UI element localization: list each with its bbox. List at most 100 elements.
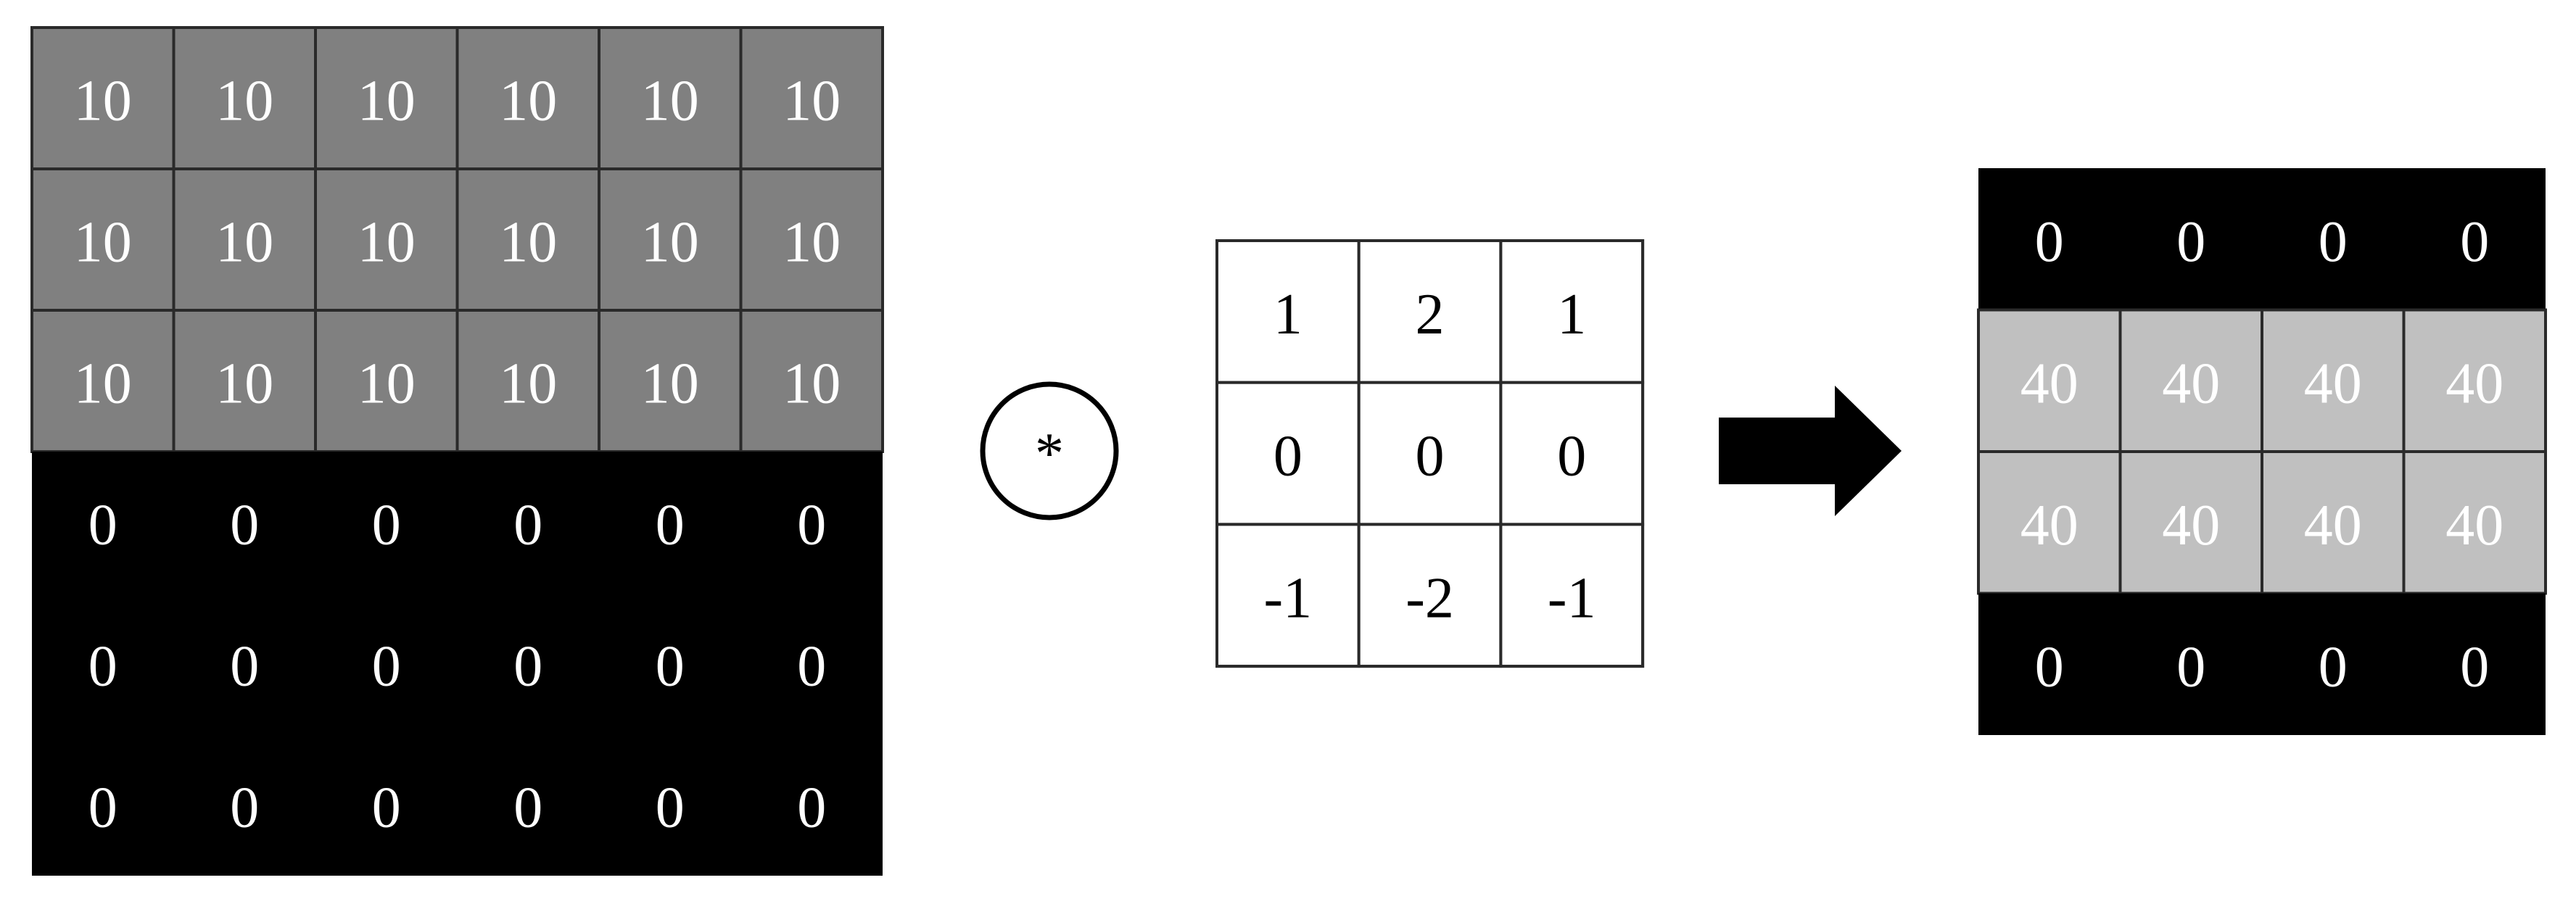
- convolution-operator-icon: *: [980, 381, 1119, 520]
- input-cell: [598, 309, 743, 453]
- input-cell: [32, 593, 174, 734]
- output-cell: [2262, 168, 2404, 310]
- kernel-cell-value: 2: [1416, 283, 1445, 347]
- input-cell-value: 0: [513, 776, 542, 840]
- input-cell: [740, 593, 883, 734]
- input-cell: [314, 26, 459, 170]
- input-cell: [739, 167, 884, 312]
- input-cell-value: 0: [88, 776, 117, 840]
- input-cell: [172, 167, 317, 312]
- output-cell: [2261, 450, 2406, 595]
- input-cell-value: 0: [88, 635, 117, 699]
- input-cell-value: 10: [499, 211, 557, 275]
- input-cell: [457, 734, 599, 876]
- input-cell: [32, 452, 174, 593]
- input-cell-value: 10: [783, 211, 841, 275]
- input-cell-value: 0: [230, 635, 259, 699]
- output-cell: [2118, 308, 2263, 453]
- input-cell: [315, 452, 458, 593]
- input-cell: [599, 452, 741, 593]
- input-cell: [173, 452, 315, 593]
- output-cell-value: 40: [2020, 352, 2078, 415]
- output-cell-value: 40: [2445, 352, 2503, 415]
- output-cell: [1978, 593, 2121, 735]
- kernel-cell-value: -2: [1405, 566, 1454, 630]
- input-cell-value: 0: [513, 494, 542, 557]
- input-cell-value: 10: [215, 70, 273, 133]
- output-cell-value: 40: [2445, 494, 2503, 557]
- kernel-cell-value: -1: [1264, 566, 1313, 630]
- input-cell-value: 0: [230, 494, 259, 557]
- input-cell: [30, 26, 176, 170]
- input-cell-value: 0: [656, 776, 685, 840]
- output-cell-value: 0: [2460, 210, 2489, 274]
- input-cell: [599, 734, 741, 876]
- output-cell-value: 40: [2162, 352, 2220, 415]
- output-cell: [2120, 593, 2262, 735]
- input-cell: [173, 734, 315, 876]
- input-cell-value: 0: [230, 776, 259, 840]
- input-cell-value: 0: [656, 494, 685, 557]
- input-cell: [455, 167, 600, 312]
- input-cell: [739, 26, 884, 170]
- output-cell-value: 0: [2176, 635, 2205, 699]
- input-cell-value: 10: [641, 352, 699, 416]
- input-cell-value: 10: [499, 70, 557, 133]
- kernel-cell: [1357, 523, 1503, 668]
- kernel-cell-value: -1: [1548, 566, 1596, 630]
- input-cell-value: 10: [783, 70, 841, 133]
- input-cell-value: 10: [641, 211, 699, 275]
- input-cell-value: 0: [797, 635, 826, 699]
- input-cell-value: 0: [797, 494, 826, 557]
- input-cell-value: 0: [372, 494, 401, 557]
- input-cell-value: 0: [372, 635, 401, 699]
- input-cell: [315, 593, 458, 734]
- output-cell: [2403, 593, 2546, 735]
- input-cell-value: 10: [358, 352, 416, 416]
- output-cell-value: 0: [2176, 210, 2205, 274]
- output-cell: [2262, 593, 2404, 735]
- input-cell: [599, 593, 741, 734]
- kernel-cell-value: 1: [1273, 283, 1303, 347]
- input-cell: [32, 734, 174, 876]
- output-cell: [2402, 450, 2547, 595]
- input-cell-value: 0: [88, 494, 117, 557]
- input-cell-value: 10: [358, 211, 416, 275]
- output-cell-value: 0: [2319, 210, 2348, 274]
- output-cell-value: 40: [2020, 494, 2078, 557]
- kernel-cell: [1357, 381, 1503, 526]
- input-cell: [455, 309, 600, 453]
- input-cell: [172, 309, 317, 453]
- output-cell: [2403, 168, 2546, 310]
- input-cell: [172, 26, 317, 170]
- input-cell: [315, 734, 458, 876]
- kernel-cell-value: 0: [1557, 425, 1586, 489]
- input-cell-value: 10: [215, 211, 273, 275]
- output-cell: [2261, 308, 2406, 453]
- input-cell: [740, 734, 883, 876]
- input-cell-value: 0: [372, 776, 401, 840]
- input-cell-value: 10: [74, 211, 132, 275]
- input-cell: [740, 452, 883, 593]
- output-cell: [1977, 450, 2122, 595]
- input-cell-value: 10: [74, 70, 132, 133]
- kernel-cell-value: 0: [1273, 425, 1303, 489]
- output-cell: [2402, 308, 2547, 453]
- input-cell: [457, 593, 599, 734]
- input-cell-value: 0: [797, 776, 826, 840]
- output-cell-value: 0: [2319, 635, 2348, 699]
- output-cell-value: 0: [2035, 635, 2064, 699]
- kernel-cell-value: 1: [1557, 283, 1586, 347]
- input-cell-value: 10: [74, 352, 132, 416]
- input-cell: [457, 452, 599, 593]
- output-cell: [2120, 168, 2262, 310]
- input-cell-value: 0: [513, 635, 542, 699]
- output-cell-value: 40: [2304, 494, 2362, 557]
- output-cell-value: 0: [2035, 210, 2064, 274]
- input-cell-value: 10: [499, 352, 557, 416]
- output-cell-value: 0: [2460, 635, 2489, 699]
- input-cell: [739, 309, 884, 453]
